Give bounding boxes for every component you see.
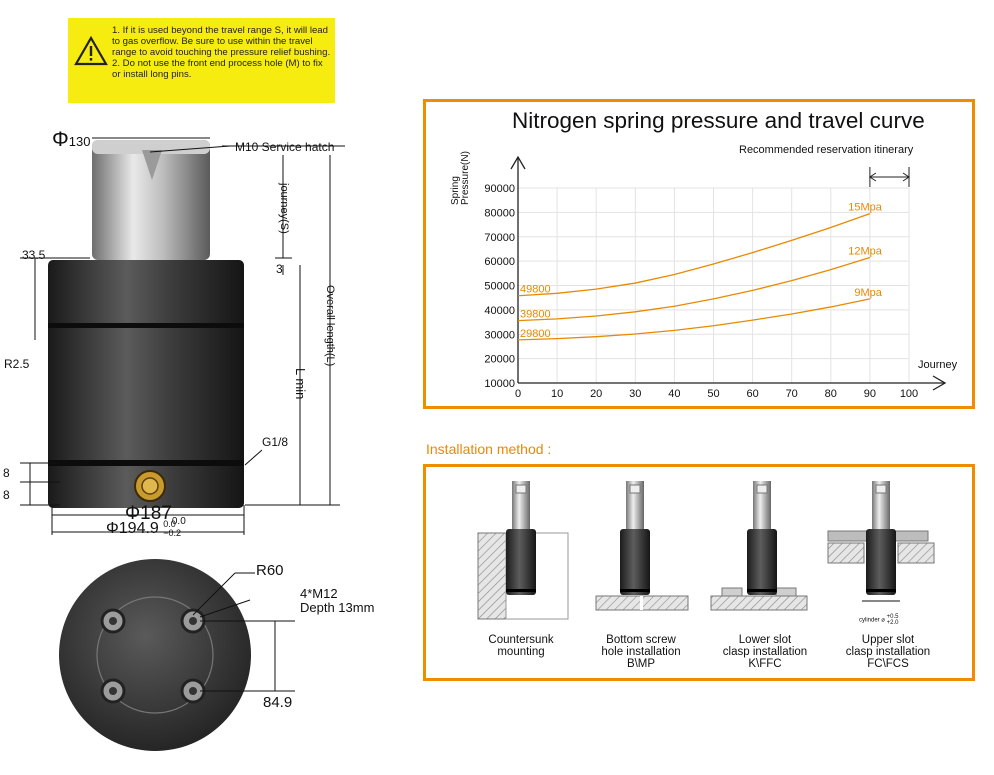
x-tick-label: 50 — [707, 388, 719, 400]
y-tick-label: 60000 — [484, 256, 515, 268]
r2-5-label: R2.5 — [4, 357, 30, 371]
series-start-label: 49800 — [520, 284, 551, 296]
bottom-screw-drawing — [595, 481, 689, 611]
method-countersunk-label: Countersunk mounting — [488, 634, 554, 658]
x-tick-label: 70 — [786, 388, 798, 400]
y-tick-label: 70000 — [484, 232, 515, 244]
base-disc — [59, 559, 251, 751]
chart-panel — [423, 99, 975, 409]
countersunk-drawing — [477, 481, 569, 620]
journey-s-label: journey(S) — [278, 183, 290, 234]
chart-xlabel: Journey — [918, 359, 958, 371]
x-tick-label: 20 — [590, 388, 602, 400]
spring-bottom-view — [59, 559, 295, 751]
x-tick-label: 80 — [825, 388, 837, 400]
spring-side-drawing — [20, 137, 345, 535]
dim-8-a-label: 8 — [3, 466, 10, 480]
chart-title: Nitrogen spring pressure and travel curv… — [512, 108, 925, 133]
top-diameter-label: Φ130 — [52, 128, 91, 151]
dim-84-9-label: 84.9 — [263, 694, 293, 711]
method-bottom-screw-label: Bottom screw hole installation B\MP — [601, 634, 681, 670]
x-axis-arrow — [932, 375, 947, 391]
x-tick-label: 0 — [515, 388, 521, 400]
x-tick-label: 30 — [629, 388, 641, 400]
dim-3-label: 3 — [276, 262, 283, 276]
dim-33-5-label: 33.5 — [22, 248, 46, 262]
pressure-travel-chart: 0 10 20 30 40 50 60 70 80 90 100 10000 20000 30000 400… — [484, 155, 947, 400]
piston-rod — [92, 140, 210, 260]
series-name-label: 12Mpa — [848, 245, 883, 257]
upper-slot-drawing — [827, 481, 935, 602]
warning-triangle-icon — [74, 36, 108, 66]
mount-holes — [100, 608, 206, 704]
series-name-label: 9Mpa — [854, 287, 882, 299]
x-tick-label: 40 — [668, 388, 680, 400]
series-name-label: 15Mpa — [848, 202, 883, 214]
y-tick-label: 90000 — [484, 183, 515, 195]
m12-label: 4*M12 — [300, 586, 338, 601]
series-line-15Mpa — [517, 212, 871, 297]
series-line-12Mpa — [517, 256, 871, 322]
y-axis-arrow — [510, 155, 526, 170]
dia-194-label: Φ194.9 0.0−0.2 — [106, 519, 182, 538]
y-tick-label: 50000 — [484, 281, 515, 293]
depth-label: Depth 13mm — [300, 600, 375, 615]
service-hatch-hole — [142, 150, 162, 180]
x-tick-label: 60 — [746, 388, 758, 400]
y-tick-label: 10000 — [484, 378, 515, 390]
lower-slot-drawing — [710, 481, 808, 611]
installation-heading: Installation method : — [426, 441, 552, 457]
series-line-9Mpa — [517, 298, 871, 341]
y-tick-label: 80000 — [484, 207, 515, 219]
service-hatch-label: M10 Service hatch — [235, 140, 335, 154]
x-tick-label: 10 — [551, 388, 563, 400]
cylinder-note: cylinder ⌀ +0.5+2.0 — [859, 614, 899, 626]
r60-label: R60 — [256, 562, 284, 579]
x-tick-label: 100 — [900, 388, 918, 400]
y-tick-label: 30000 — [484, 329, 515, 341]
y-tick-label: 20000 — [484, 354, 515, 366]
series-start-label: 29800 — [520, 328, 551, 340]
dia-187-label: Φ1870.0 — [125, 503, 186, 527]
reservation-label: Recommended reservation itinerary — [739, 144, 914, 156]
dim-8-b-label: 8 — [3, 488, 10, 502]
cylinder-body — [48, 260, 244, 508]
reservation-arrow-left — [868, 172, 877, 182]
warning-text: 1. If it is used beyond the travel range… — [112, 25, 331, 80]
installation-drawings — [477, 481, 935, 620]
overall-length-label: Overall length(L) — [324, 285, 336, 367]
l-min-label: L min — [293, 368, 308, 400]
method-upper-slot-label: Upper slot clasp installation FC\FCS — [845, 634, 931, 670]
g1-8-label: G1/8 — [262, 435, 289, 449]
series-start-label: 39800 — [520, 309, 551, 321]
x-tick-label: 90 — [864, 388, 876, 400]
method-lower-slot-label: Lower slot clasp installation K\FFC — [722, 634, 808, 670]
warning-box: 1. If it is used beyond the travel range… — [68, 18, 335, 103]
reservation-arrow-right — [902, 172, 910, 182]
y-tick-label: 40000 — [484, 305, 515, 317]
